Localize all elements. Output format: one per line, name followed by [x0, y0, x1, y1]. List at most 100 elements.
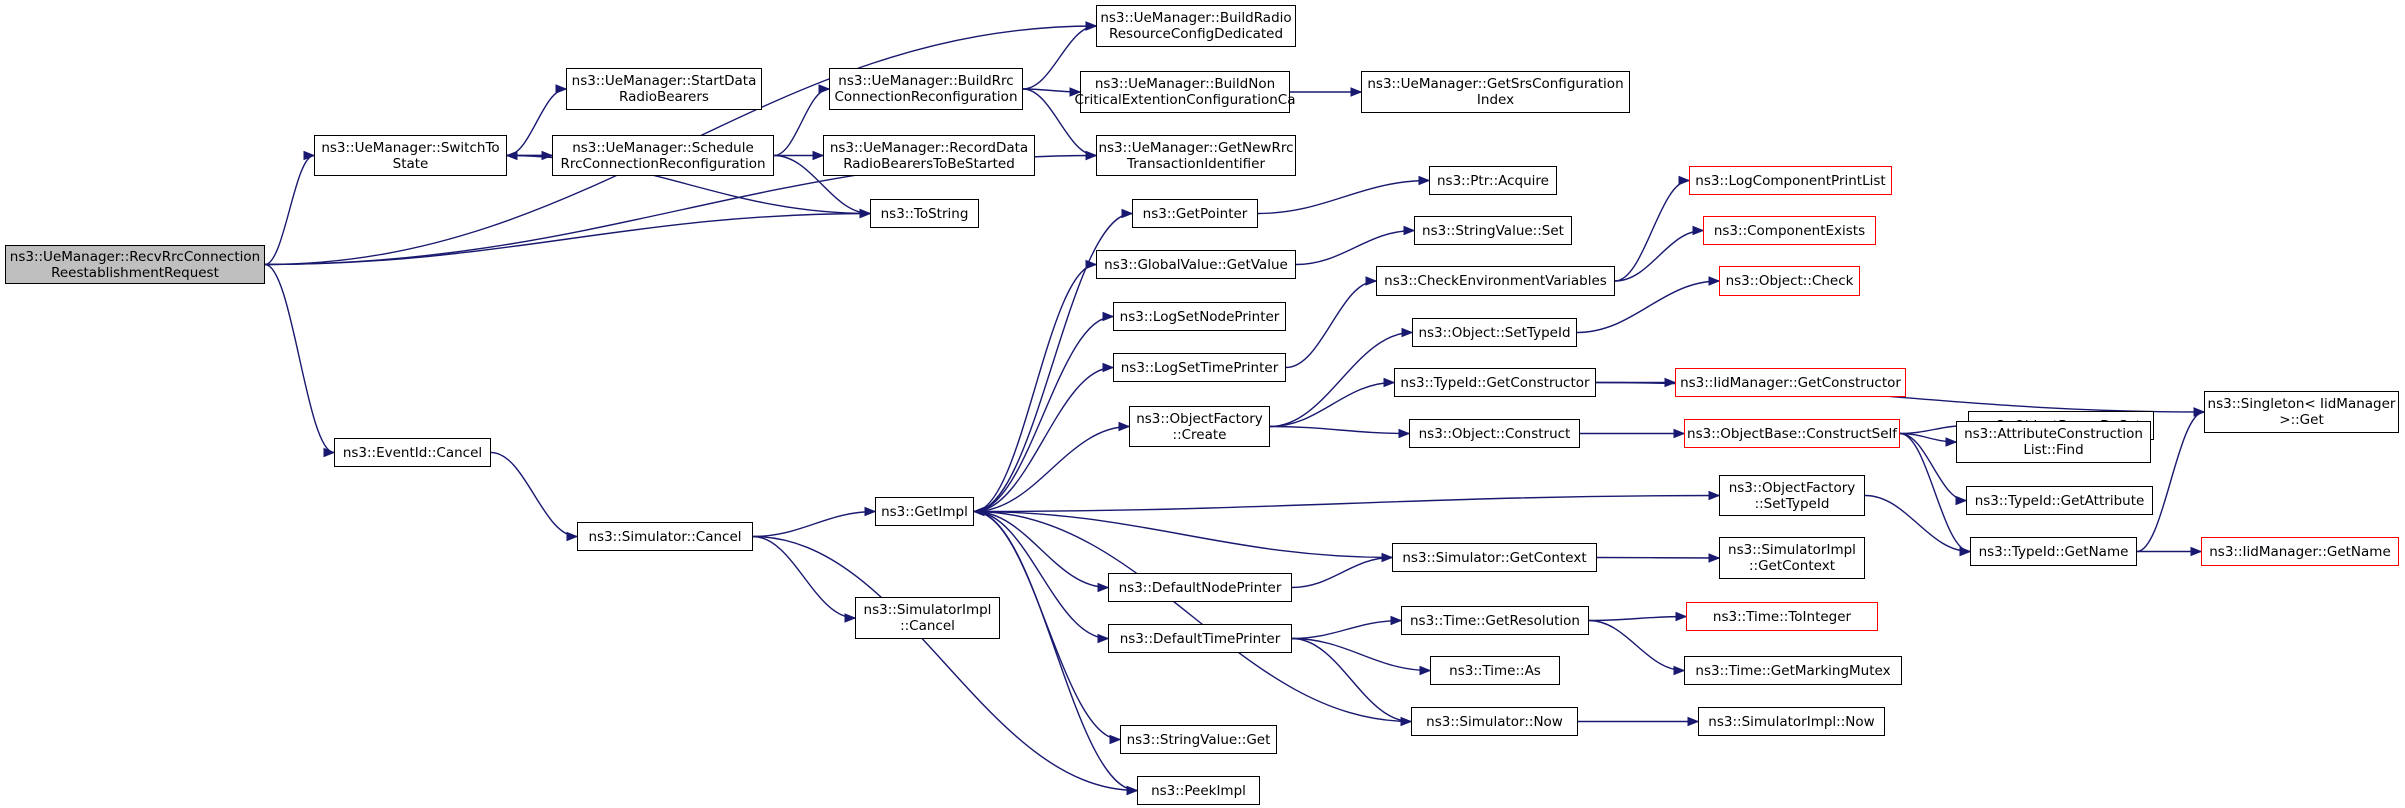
arrowhead-constructSelf-to-attrFind	[1945, 437, 1958, 447]
edge-defNodePrinter-to-simGetContext	[1291, 556, 1393, 589]
edge-schedule-to-toString	[773, 154, 871, 215]
arrowhead-getImpl-to-defTimePrinter	[1097, 633, 1110, 644]
node-ns3-getpointer[interactable]: ns3::GetPointer	[1132, 199, 1258, 228]
node-ns3-peekimpl[interactable]: ns3::PeekImpl	[1137, 776, 1260, 805]
edge-getImpl-to-globalGetValue	[973, 263, 1097, 513]
node-ns3-singleton-iidmanager-get[interactable]: ns3::Singleton< IidManager >::Get	[2204, 391, 2399, 433]
arrowhead-getPointer-to-ptrAcquire	[1418, 175, 1431, 186]
node-ns3-globalvalue-getvalue[interactable]: ns3::GlobalValue::GetValue	[1096, 250, 1296, 279]
edge-timeGetRes-to-timeMutex	[1588, 619, 1685, 672]
node-ns3-logcomponentprintlist[interactable]: ns3::LogComponentPrintList	[1689, 166, 1892, 195]
arrowhead-constructSelf-to-typeIdGetAttr	[1955, 495, 1968, 506]
arrowhead-schedule-to-recordData	[812, 150, 825, 161]
edge-schedule-to-buildRrc	[773, 88, 830, 157]
node-ns3-checkenvironmentvariables[interactable]: ns3::CheckEnvironmentVariables	[1376, 266, 1615, 296]
node-ns3-objectbase-constructself[interactable]: ns3::ObjectBase::ConstructSelf	[1684, 419, 1900, 448]
arrowhead-objFactCreate-to-typeIdGetCtor	[1383, 377, 1396, 388]
edge-getImpl-to-peekImpl	[973, 510, 1138, 792]
arrowhead-getImpl-to-defNodePrinter	[1097, 582, 1110, 593]
node-ns3-uemanager-switchtostate[interactable]: ns3::UeManager::SwitchTo State	[314, 135, 507, 176]
node-ns3-iidmanager-getname[interactable]: ns3::IidManager::GetName	[2201, 537, 2399, 566]
edge-eventCancel-to-simCancel	[490, 451, 578, 538]
edge-objFactCreate-to-objConstruct	[1269, 425, 1410, 435]
arrowhead-getImpl-to-getPointer	[1121, 208, 1134, 219]
arrowhead-typeIdGetName-to-iidGetName	[2190, 546, 2203, 557]
edge-getImpl-to-logSetTime	[973, 366, 1114, 513]
arrowhead-getImpl-to-logSetTime	[1102, 362, 1115, 373]
node-ns3-defaultnodeprinter[interactable]: ns3::DefaultNodePrinter	[1108, 573, 1292, 602]
arrowhead-checkEnv-to-compExists	[1692, 225, 1705, 236]
edge-simCancel-to-simImplCancel	[752, 535, 856, 619]
node-ns3-uemanager-getsrsconfigurationindex[interactable]: ns3::UeManager::GetSrsConfiguration Inde…	[1361, 71, 1630, 113]
arrowhead-getImpl-to-globalGetValue	[1085, 259, 1098, 270]
node-ns3-uemanager-startdataradiobearers[interactable]: ns3::UeManager::StartData RadioBearers	[566, 68, 762, 110]
node-ns3-typeid-getconstructor[interactable]: ns3::TypeId::GetConstructor	[1394, 368, 1596, 397]
node-ns3-simulatorimpl-cancel[interactable]: ns3::SimulatorImpl ::Cancel	[855, 597, 1000, 639]
node-ns3-iidmanager-getconstructor[interactable]: ns3::IidManager::GetConstructor	[1675, 368, 1906, 397]
node-ns3-object-check[interactable]: ns3::Object::Check	[1719, 266, 1860, 296]
node-ns3-objectfactory-create[interactable]: ns3::ObjectFactory ::Create	[1129, 406, 1270, 447]
arrowhead-switchTo-to-startData	[555, 84, 568, 94]
arrowhead-buildRrc-to-getNewRrc	[1085, 150, 1098, 161]
arrowhead-simCancel-to-simImplCancel	[844, 613, 857, 623]
arrowhead-getImpl-to-logSetNode	[1102, 311, 1115, 322]
node-ns3-defaulttimeprinter[interactable]: ns3::DefaultTimePrinter	[1108, 624, 1292, 653]
edge-getImpl-to-logSetNode	[973, 315, 1114, 513]
arrowhead-typeIdGetName-to-singletonGet	[2193, 407, 2206, 417]
arrowhead-objFactCreate-to-objSetTypeId	[1401, 327, 1414, 338]
node-ns3-stringvalue-set[interactable]: ns3::StringValue::Set	[1414, 216, 1572, 245]
edge-simCancel-to-getImpl	[752, 510, 876, 538]
node-ns3-time-as[interactable]: ns3::Time::As	[1430, 656, 1560, 685]
edge-logSetTime-to-checkEnv	[1285, 280, 1377, 369]
node-ns3-logsetnodeprinter[interactable]: ns3::LogSetNodePrinter	[1113, 302, 1286, 331]
node-ns3-typeid-getattribute[interactable]: ns3::TypeId::GetAttribute	[1966, 486, 2153, 515]
arrowhead-checkEnv-to-logCompPrint	[1678, 175, 1691, 186]
arrowhead-typeIdGetCtor-to-iidGetCtor	[1664, 377, 1677, 388]
node-ns3-uemanager-buildradioresourceconfigdedicated[interactable]: ns3::UeManager::BuildRadio ResourceConfi…	[1096, 5, 1296, 47]
node-ns3-simulator-now[interactable]: ns3::Simulator::Now	[1411, 707, 1578, 736]
node-ns3-attributeconstructionlist-find[interactable]: ns3::AttributeConstruction List::Find	[1956, 421, 2151, 463]
node-ns3-simulator-cancel[interactable]: ns3::Simulator::Cancel	[577, 522, 753, 551]
node-ns3-typeid-getname[interactable]: ns3::TypeId::GetName	[1970, 537, 2137, 566]
node-ns3-stringvalue-get[interactable]: ns3::StringValue::Get	[1120, 725, 1277, 754]
node-ns3-uemanager-recvrrcconnectionreestablishmentrequest[interactable]: ns3::UeManager::RecvRrcConnection Reesta…	[5, 245, 265, 284]
node-ns3-object-construct[interactable]: ns3::Object::Construct	[1409, 419, 1580, 448]
arrowhead-schedule-to-buildRrc	[818, 84, 831, 94]
edge-getImpl-to-defTimePrinter	[973, 510, 1109, 640]
node-ns3-tostring[interactable]: ns3::ToString	[870, 199, 979, 228]
node-ns3-uemanager-buildrrcconnectionreconfiguration[interactable]: ns3::UeManager::BuildRrc ConnectionRecon…	[829, 68, 1023, 110]
node-ns3-uemanager-buildnoncriticalextentionconfigurationca[interactable]: ns3::UeManager::BuildNon CriticalExtenti…	[1075, 71, 1296, 113]
edge-getImpl-to-getPointer	[973, 212, 1133, 513]
arrowhead-buildNon-to-getSrs	[1350, 87, 1363, 97]
node-ns3-simulatorimpl-getcontext[interactable]: ns3::SimulatorImpl ::GetContext	[1719, 537, 1865, 579]
node-ns3-eventid-cancel[interactable]: ns3::EventId::Cancel	[334, 438, 491, 467]
arrowhead-objSetTypeId-to-objCheck	[1708, 276, 1721, 286]
node-ns3-uemanager-recorddataradiobearerstobestarted[interactable]: ns3::UeManager::RecordData RadioBearersT…	[823, 135, 1035, 176]
node-ns3-time-getresolution[interactable]: ns3::Time::GetResolution	[1401, 606, 1589, 635]
arrowhead-buildRrc-to-buildNon	[1069, 87, 1082, 97]
edge-defTimePrinter-to-timeGetRes	[1291, 619, 1402, 640]
edge-objSetTypeId-to-objCheck	[1576, 280, 1720, 334]
edge-checkEnv-to-logCompPrint	[1614, 179, 1690, 282]
node-ns3-object-settypeid[interactable]: ns3::Object::SetTypeId	[1412, 318, 1577, 347]
node-ns3-simulator-getcontext[interactable]: ns3::Simulator::GetContext	[1392, 543, 1597, 572]
node-ns3-simulatorimpl-now[interactable]: ns3::SimulatorImpl::Now	[1698, 707, 1885, 736]
edge-constructSelf-to-typeIdGetName	[1899, 432, 1971, 553]
edge-checkEnv-to-compExists	[1614, 229, 1704, 282]
arrowhead-simNow-to-getImpl	[972, 506, 985, 517]
node-ns3-logsettimeprinter[interactable]: ns3::LogSetTimePrinter	[1113, 353, 1286, 382]
node-ns3-uemanager-getnewrrctransactionidentifier[interactable]: ns3::UeManager::GetNewRrc TransactionIde…	[1096, 135, 1296, 176]
arrowhead-objConstruct-to-constructSelf	[1673, 428, 1686, 439]
arrowhead-objFactCreate-to-objConstruct	[1398, 428, 1411, 439]
edge-objFactCreate-to-objSetTypeId	[1269, 331, 1413, 428]
node-ns3-time-tointeger[interactable]: ns3::Time::ToInteger	[1686, 602, 1878, 631]
node-ns3-time-getmarkingmutex[interactable]: ns3::Time::GetMarkingMutex	[1684, 656, 1902, 685]
node-ns3-getimpl[interactable]: ns3::GetImpl	[875, 497, 974, 526]
node-ns3-componentexists[interactable]: ns3::ComponentExists	[1703, 216, 1876, 245]
node-ns3-uemanager-schedulerrcconnectionreconfiguration[interactable]: ns3::UeManager::Schedule RrcConnectionRe…	[552, 135, 774, 176]
edge-recv-to-toString	[264, 212, 871, 266]
node-ns3-ptr-acquire[interactable]: ns3::Ptr::Acquire	[1429, 166, 1557, 195]
node-ns3-objectfactory-settypeid[interactable]: ns3::ObjectFactory ::SetTypeId	[1719, 475, 1865, 516]
